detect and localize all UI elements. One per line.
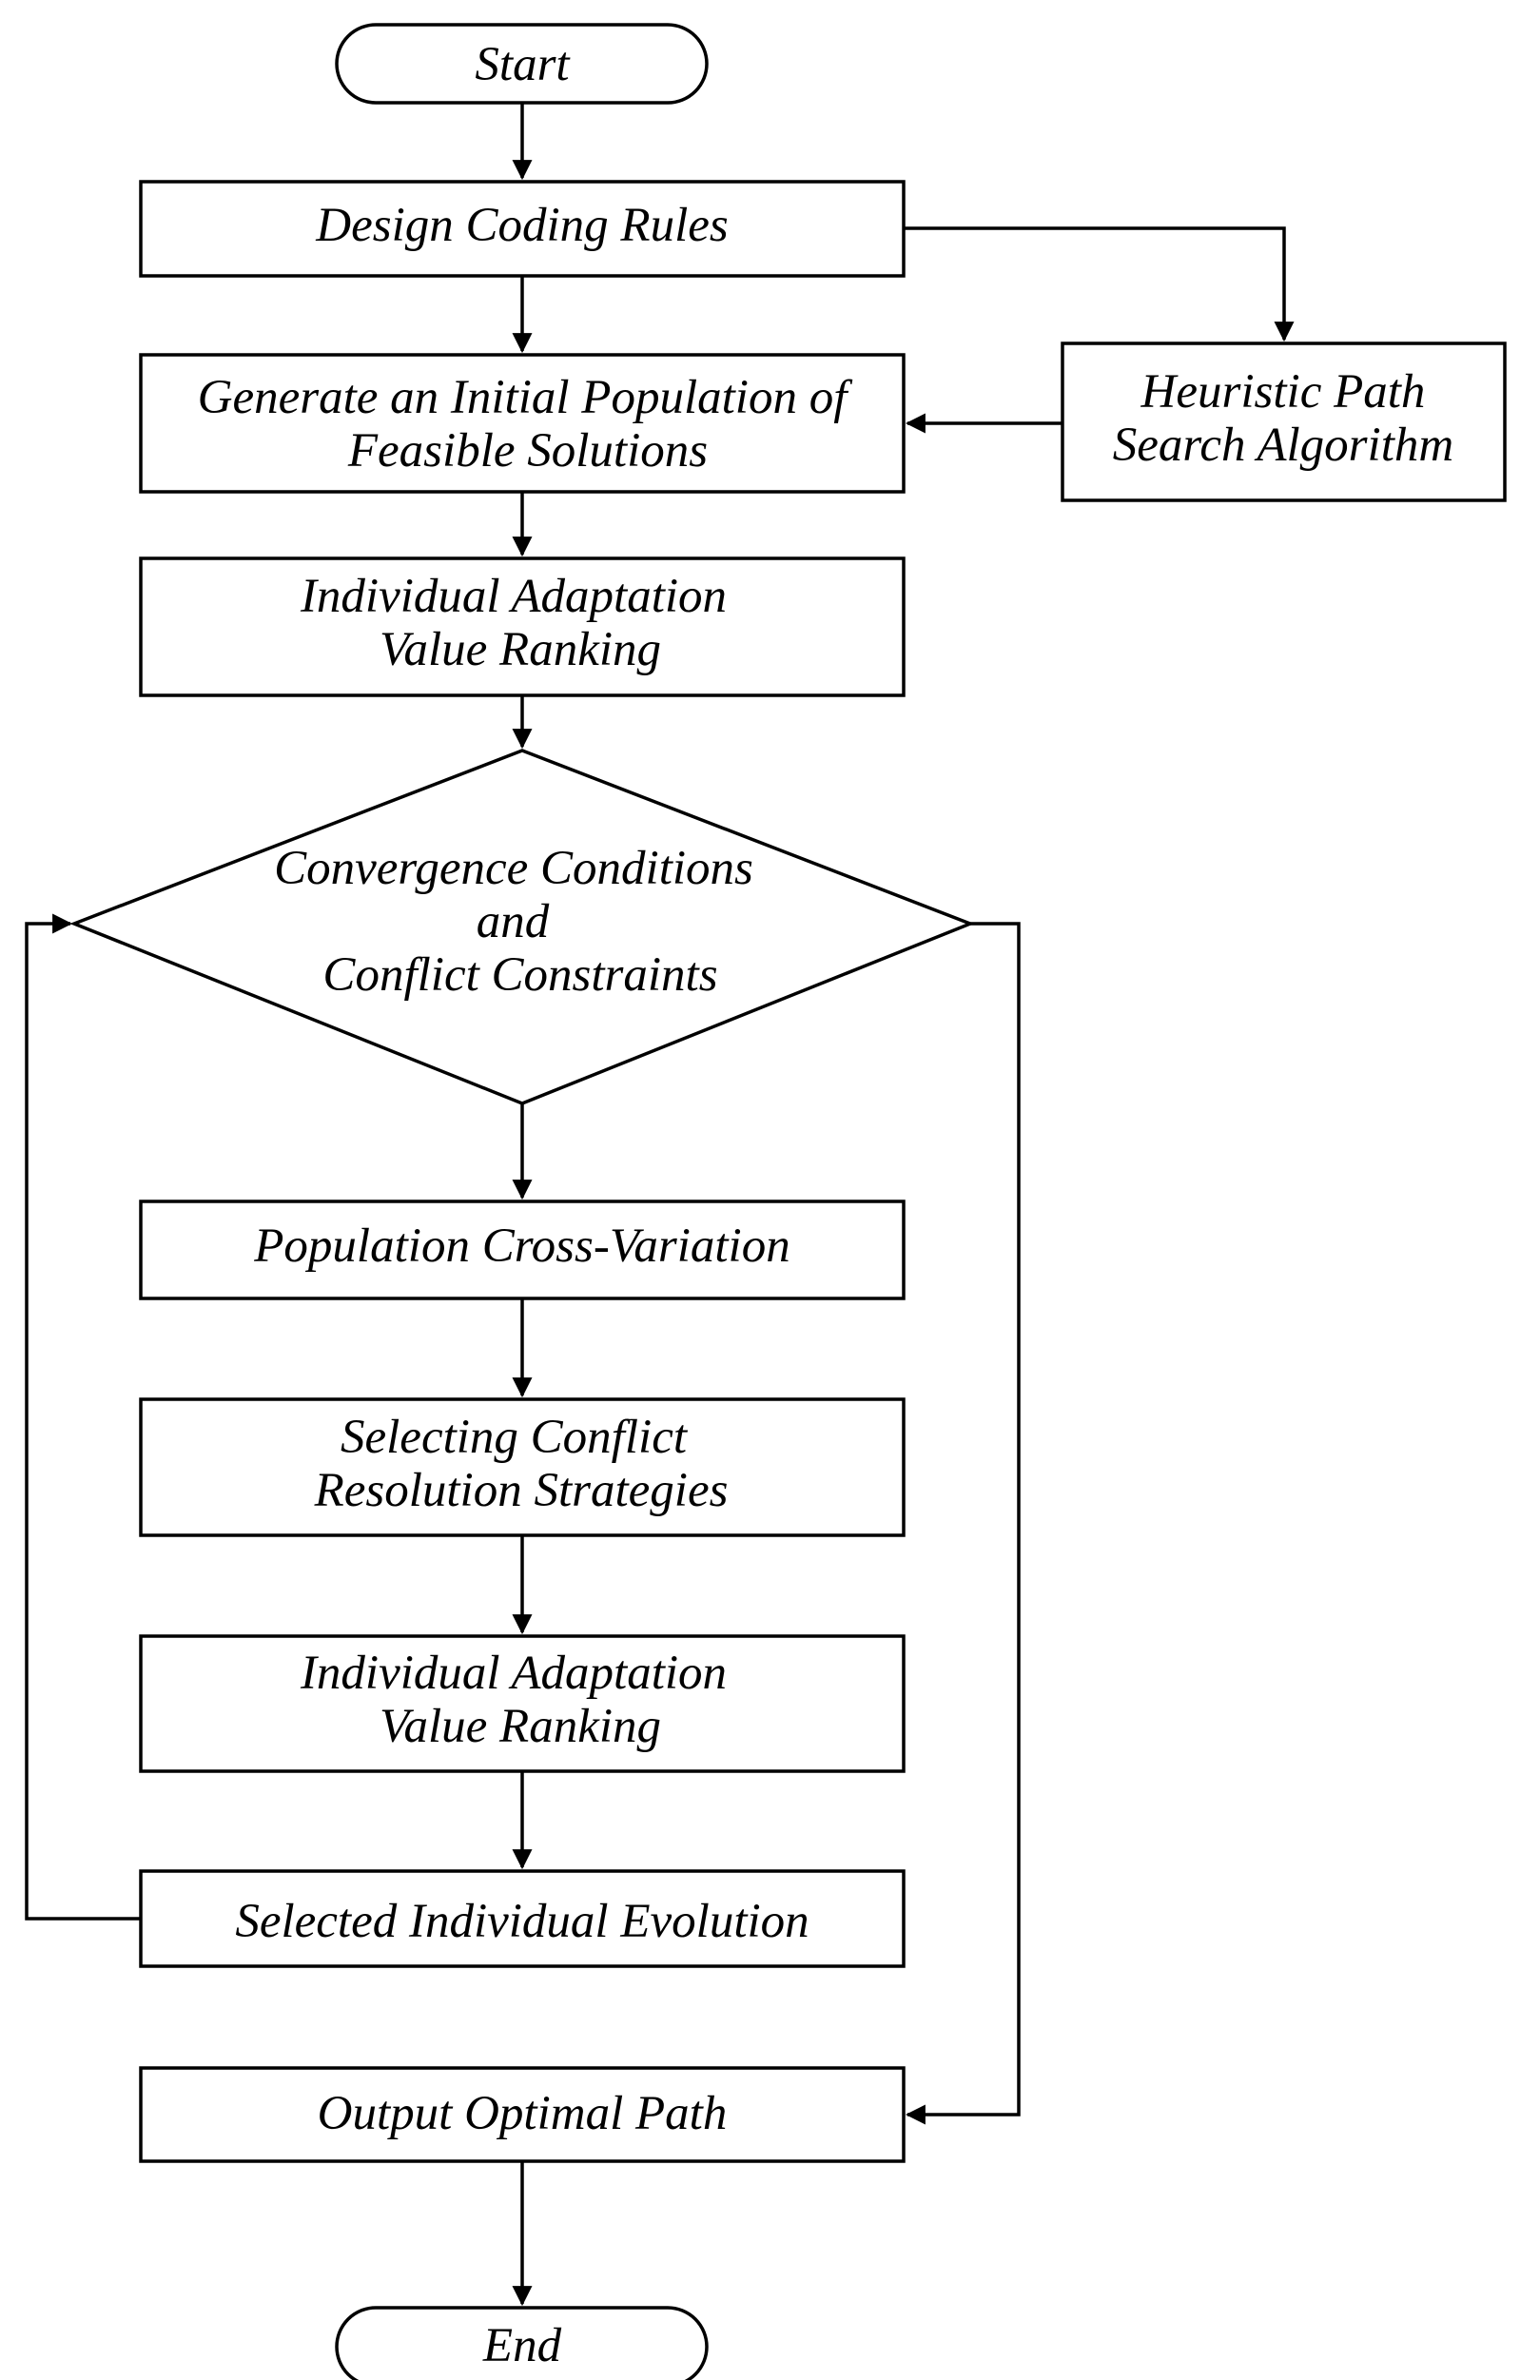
cross-variation-box: Population Cross-Variation [139,1200,906,1300]
initial-population-label-line-2: Feasible Solutions [347,424,708,478]
decision-label-line-3: Conflict Constraints [322,948,717,1002]
conflict-resolution-label-line-2: Resolution Strategies [314,1464,729,1517]
output-label: Output Optimal Path [318,2087,728,2140]
edge-decision-to-output [905,922,1021,2125]
start-label: Start [475,38,571,91]
edge-design-to-heuristic [904,226,1295,342]
design-coding-rules-box: Design Coding Rules [139,180,906,278]
decision-label-line-1: Convergence Conditions [274,842,753,895]
conflict-resolution-box: Selecting Conflict Resolution Strategies [139,1397,906,1537]
ranking-box-2: Individual Adaptation Value Ranking [139,1634,906,1773]
decision-diamond: Convergence Conditions and Conflict Cons… [69,749,975,1105]
ranking-box-1: Individual Adaptation Value Ranking [139,556,906,697]
decision-label-line-2: and [477,895,550,948]
ranking-2-label-line-2: Value Ranking [380,1700,661,1753]
evolution-label: Selected Individual Evolution [235,1895,809,1948]
connectors [25,103,1295,2307]
evolution-box: Selected Individual Evolution [139,1869,906,1968]
ranking-2-label-line-1: Individual Adaptation [300,1647,727,1700]
output-box: Output Optimal Path [139,2066,906,2163]
end-label: End [482,2319,562,2372]
start-node: Start [335,23,709,105]
end-node: End [335,2306,709,2380]
conflict-resolution-label-line-1: Selecting Conflict [341,1411,689,1464]
design-coding-rules-label: Design Coding Rules [315,199,728,252]
edge-evolution-loop-back [25,913,141,1921]
heuristic-search-box: Heuristic Path Search Algorithm [1061,341,1507,502]
initial-population-label-line-1: Generate an Initial Population of [198,371,854,424]
heuristic-label-line-2: Search Algorithm [1113,419,1453,472]
ranking-1-label-line-2: Value Ranking [380,623,661,676]
cross-variation-label: Population Cross-Variation [253,1219,789,1273]
heuristic-label-line-1: Heuristic Path [1140,365,1426,419]
ranking-1-label-line-1: Individual Adaptation [300,570,727,623]
initial-population-box: Generate an Initial Population of Feasib… [139,353,906,494]
